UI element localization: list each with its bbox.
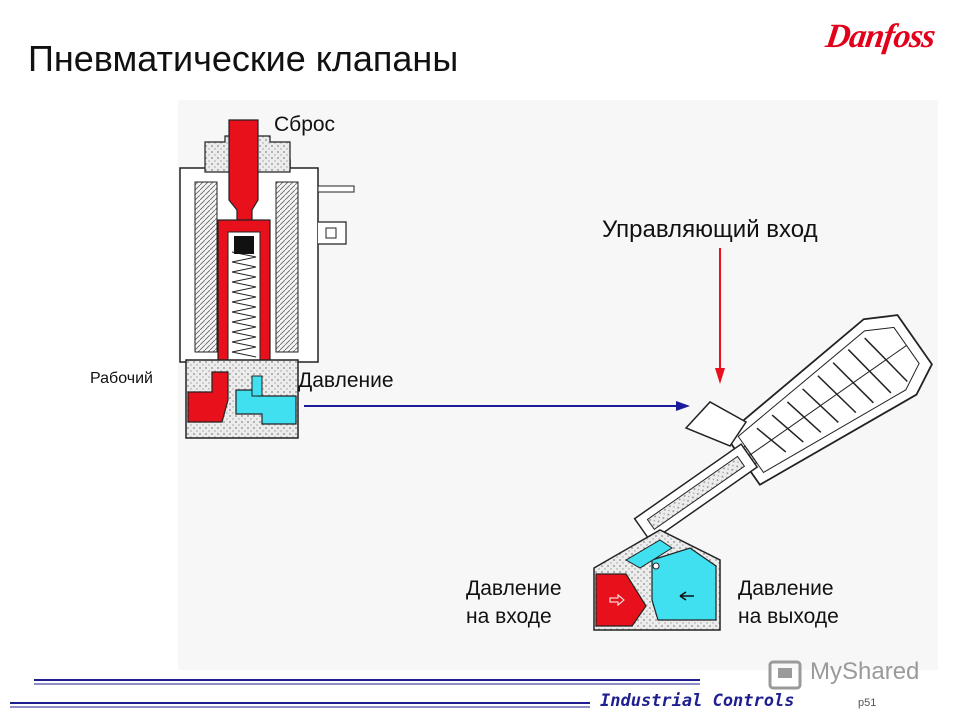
reset-label: Сброс (274, 113, 336, 136)
solenoid-valve (179, 119, 355, 439)
pressure-arrow-head (676, 401, 690, 411)
watermark-icon (768, 660, 802, 690)
page-number: p51 (858, 697, 877, 709)
footer-text: Industrial Controls (600, 691, 795, 711)
angle-seat-valve (593, 314, 933, 631)
page-title: Пневматические клапаны (28, 38, 459, 79)
outlet-label-line1: Давление (738, 577, 834, 600)
control-arrow-head (715, 368, 725, 384)
control-input-label: Управляющий вход (602, 216, 818, 243)
watermark-text: MyShared (810, 658, 920, 685)
working-label: Рабочий (90, 370, 153, 387)
inlet-label-line1: Давление (466, 577, 562, 600)
inlet-label-line2: на входе (466, 605, 552, 628)
outlet-label-line2: на выходе (738, 605, 839, 628)
pressure-label: Давление (298, 369, 394, 392)
